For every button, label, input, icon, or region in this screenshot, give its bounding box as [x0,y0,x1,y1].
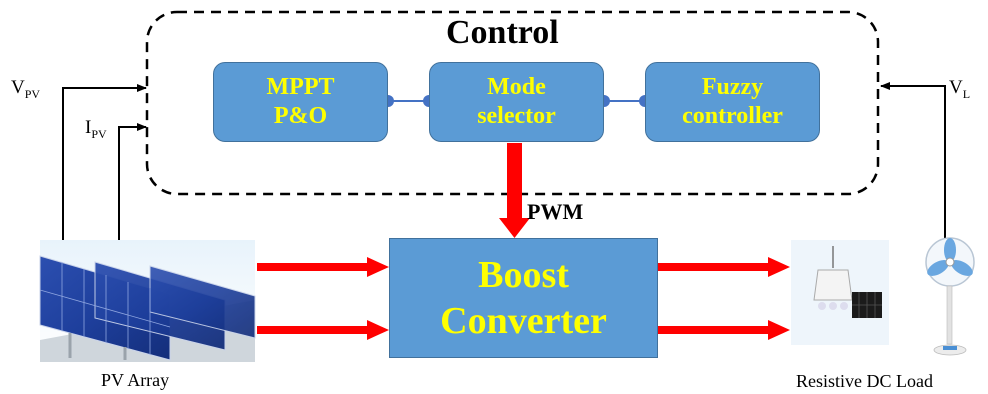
mppt-line1: MPPT [266,74,335,100]
fuzzy-line1: Fuzzy [701,74,764,100]
mode-selector-block: Mode selector [429,62,604,142]
pwm-label: PWM [527,199,584,224]
vpv-feedback-line [62,84,147,240]
control-title: Control [446,14,559,51]
load-caption: Resistive DC Load [796,371,933,391]
ipv-feedback-line [118,123,147,240]
vl-feedback-line [880,82,946,238]
pwm-arrow-shaft [507,143,522,220]
mppt-line2: P&O [273,103,328,129]
pv-array-image [39,240,256,362]
mppt-block: MPPT P&O [213,62,388,142]
ipv-label: IPV [85,117,107,141]
pv-array-caption: PV Array [101,370,170,390]
pwm-arrow-head [499,218,530,238]
fuzzy-controller-block: Fuzzy controller [645,62,820,142]
pv-to-boost-arrows [257,257,389,340]
vl-label: VL [949,77,971,101]
boost-converter-block: Boost Converter [389,238,658,358]
fuzzy-line2: controller [682,103,783,129]
vpv-label: VPV [11,77,41,101]
fan-image [925,237,975,356]
mode-line1: Mode [487,74,546,100]
boost-line2: Converter [440,300,607,342]
boost-to-load-arrows [658,257,790,340]
control-boundary [145,10,880,196]
mode-line2: selector [477,103,556,129]
dc-lamp-image [791,240,889,345]
boost-line1: Boost [478,254,569,296]
